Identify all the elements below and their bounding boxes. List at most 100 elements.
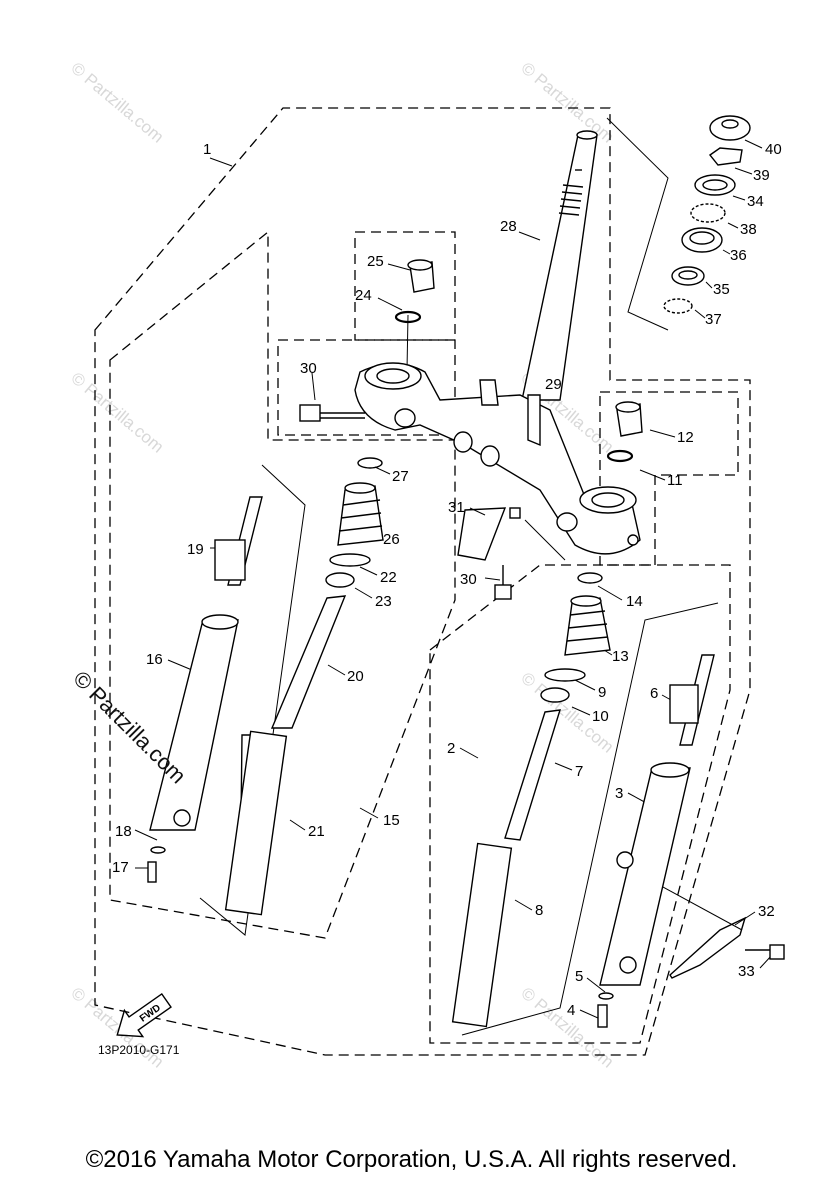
part-label-31: 31	[448, 499, 465, 516]
part-label-1: 1	[203, 141, 211, 158]
part-label-38: 38	[740, 221, 757, 238]
part-label-32: 32	[758, 903, 775, 920]
leader-14	[597, 585, 623, 601]
leader-38	[727, 222, 739, 229]
left-damper-rod-part	[214, 496, 263, 586]
leader-5	[586, 977, 606, 993]
part-label-16: 16	[146, 651, 163, 668]
part-label-29: 29	[545, 376, 562, 393]
copyright-notice: ©2016 Yamaha Motor Corporation, U.S.A. A…	[85, 1146, 738, 1173]
part-label-34: 34	[747, 193, 764, 210]
leader-25	[387, 263, 411, 271]
leader-28	[518, 231, 541, 241]
leader-4	[579, 1009, 599, 1019]
part-label-5: 5	[575, 968, 583, 985]
leader-21	[289, 819, 306, 831]
part-label-21: 21	[308, 823, 325, 840]
watermark-text: © Partzilla.com	[67, 369, 167, 457]
leader-10	[571, 706, 591, 716]
leader-39	[734, 167, 753, 175]
parts-drawing	[147, 115, 785, 1028]
leader-20	[327, 664, 346, 676]
leader-16	[167, 659, 193, 671]
part-label-13: 13	[612, 648, 629, 665]
leader-37	[694, 309, 706, 319]
watermark-text: © Partzilla.com	[67, 59, 167, 147]
right-tube-group-line	[461, 602, 719, 1036]
leader-30a	[311, 372, 316, 401]
partzilla-watermark: © Partzilla.com	[68, 666, 191, 789]
outline-left-fork	[109, 230, 456, 939]
leader-11	[639, 469, 666, 481]
part-label-40: 40	[765, 141, 782, 158]
part-label-20: 20	[347, 668, 364, 685]
part-label-2: 2	[447, 740, 455, 757]
outline-right-cap	[599, 391, 739, 566]
leader-34	[732, 195, 746, 201]
leader-36	[722, 249, 731, 255]
watermark-text: © Partzilla.com	[67, 984, 167, 1072]
part-label-39: 39	[753, 167, 770, 184]
part-label-7: 7	[575, 763, 583, 780]
part-label-9: 9	[598, 684, 606, 701]
right-fork-internals	[451, 572, 611, 1028]
hose-clamp-part	[669, 916, 785, 979]
outline-bolt-top	[354, 231, 456, 341]
part-label-12: 12	[677, 429, 694, 446]
leader-22	[359, 566, 378, 576]
part-label-3: 3	[615, 785, 623, 802]
under-bracket-part	[354, 362, 641, 555]
left-fork-internals	[224, 457, 384, 916]
leader-35	[705, 281, 713, 289]
clamp-bolt-left-part	[299, 404, 365, 422]
left-outer-tube-part	[147, 614, 239, 883]
part-label-15: 15	[383, 812, 400, 829]
cap-bolt-left-part	[394, 259, 435, 324]
outline-front-fork-assy	[94, 107, 751, 1056]
part-label-33: 33	[738, 963, 755, 980]
part-label-37: 37	[705, 311, 722, 328]
cap-bolt-right-part	[606, 401, 643, 463]
part-number-labels: 1 2 3 4 5 6 7 8 9 10 11 12 13 14 15 16 1…	[112, 141, 782, 1019]
leader-12	[649, 429, 676, 438]
part-label-4: 4	[567, 1002, 575, 1019]
leader-2	[459, 747, 479, 759]
leader-15	[359, 807, 379, 819]
right-damper-rod-part	[669, 654, 715, 746]
axis-line-right-cap	[406, 314, 409, 371]
part-label-26: 26	[383, 531, 400, 548]
part-label-30b: 30	[460, 571, 477, 588]
part-label-23: 23	[375, 593, 392, 610]
part-label-6: 6	[650, 685, 658, 702]
leader-9	[574, 679, 596, 691]
part-label-19: 19	[187, 541, 204, 558]
part-label-10: 10	[592, 708, 609, 725]
cable-guide-part	[457, 507, 521, 600]
leader-1	[209, 157, 233, 167]
leader-27	[374, 466, 391, 475]
bearing-stack-part	[663, 115, 751, 314]
part-label-22: 22	[380, 569, 397, 586]
part-label-8: 8	[535, 902, 543, 919]
bearing-group-line	[606, 117, 669, 331]
part-label-36: 36	[730, 247, 747, 264]
leader-7	[554, 762, 573, 771]
leader-40	[744, 139, 763, 149]
leader-8	[514, 899, 533, 911]
watermark-text: © Partzilla.com	[517, 59, 617, 147]
diagram-code: 13P2010-G171	[98, 1043, 180, 1057]
part-label-17: 17	[112, 859, 129, 876]
part-label-24: 24	[355, 287, 372, 304]
leader-30b	[484, 577, 501, 581]
fwd-arrow-icon	[116, 993, 172, 1038]
right-outer-tube-part	[597, 762, 691, 1028]
part-label-25: 25	[367, 253, 384, 270]
part-label-35: 35	[713, 281, 730, 298]
leader-18	[134, 829, 158, 841]
leader-23	[354, 587, 373, 599]
part-label-14: 14	[626, 593, 643, 610]
part-label-30a: 30	[300, 360, 317, 377]
part-label-28: 28	[500, 218, 517, 235]
steering-stem-part	[521, 130, 598, 401]
